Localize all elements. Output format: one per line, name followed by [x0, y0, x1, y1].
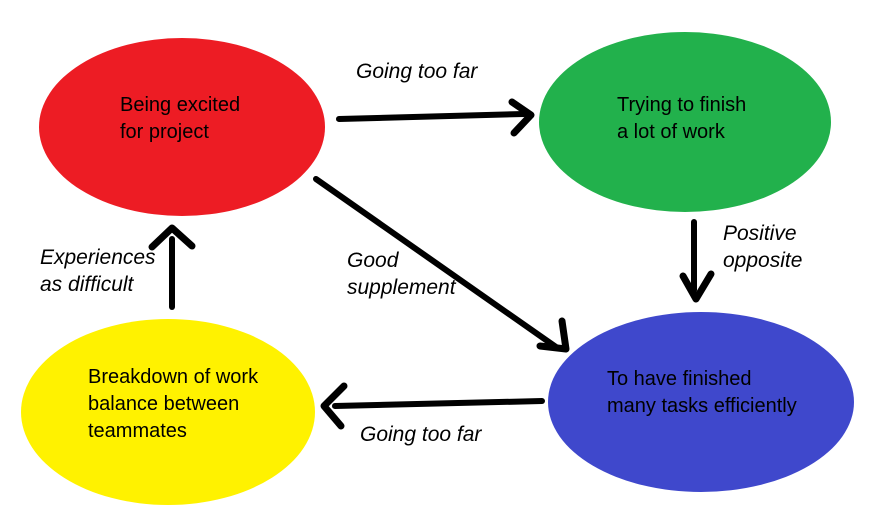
arrow-breakdown-to-excited [148, 224, 196, 310]
edge-label-positive-opposite: Positive opposite [723, 222, 803, 272]
node-label-finished-many-tasks: To have finished many tasks efficiently [607, 368, 797, 417]
arrow-finished-to-breakdown [320, 382, 545, 430]
arrow-excited-to-finished [313, 176, 570, 353]
edge-label-good-supplement: Good supplement [347, 249, 456, 299]
node-ellipse-being-excited [39, 38, 325, 216]
arrow-excited-to-trying [336, 98, 535, 137]
node-ellipse-trying-to-finish [539, 32, 831, 212]
arrow-trying-to-finished [679, 219, 715, 303]
node-label-being-excited: Being excited for project [120, 94, 241, 143]
edge-label-going-too-far-top: Going too far [356, 60, 478, 83]
node-ellipse-finished-many-tasks [548, 312, 854, 492]
edge-label-going-too-far-bottom: Going too far [360, 423, 482, 446]
edge-label-experiences-as-difficult: Experiences as difficult [40, 246, 156, 296]
node-label-breakdown-of-work: Breakdown of work balance between teamma… [88, 366, 259, 442]
node-label-trying-to-finish: Trying to finish a lot of work [617, 94, 747, 143]
node-ellipse-breakdown-of-work [21, 319, 315, 505]
